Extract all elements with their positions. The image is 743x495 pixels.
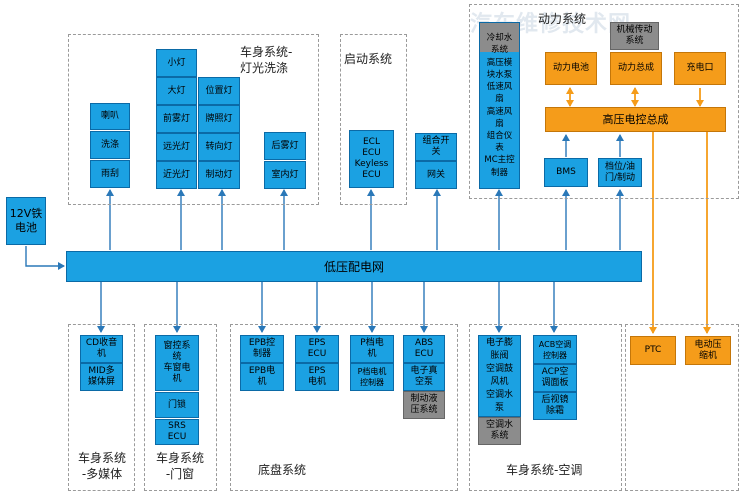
high-beam-light[interactable]: 远光灯 xyxy=(156,133,197,161)
group-label-start: 启动系统 xyxy=(344,52,393,66)
group-label-media: 车身系统 -多媒体 xyxy=(77,451,126,481)
ecl-keyless-ecu[interactable]: ECL ECU Keyless ECU xyxy=(349,130,394,188)
brake-light[interactable]: 制动灯 xyxy=(198,161,240,189)
ac-components-stack[interactable]: 电子膨 胀阀 空调鼓 风机 空调水 泵 xyxy=(478,335,521,417)
group-start xyxy=(340,34,407,205)
plate-light[interactable]: 牌照灯 xyxy=(198,105,240,133)
group-label-chassis: 底盘系统 xyxy=(258,463,307,477)
battery-12v[interactable]: 12V铁 电池 xyxy=(6,197,46,245)
horn[interactable]: 喇叭 xyxy=(90,103,130,130)
headlight[interactable]: 大灯 xyxy=(156,77,197,105)
mc-main-controller-stack[interactable]: 冷却水 系统 高压模 块水泵 低速风 扇 高速风 扇 组合仪 表 MC主控 制器 xyxy=(479,22,520,189)
small-light[interactable]: 小灯 xyxy=(156,49,197,77)
p-gear-motor[interactable]: P档电 机 xyxy=(350,335,394,363)
cd-radio[interactable]: CD收音 机 xyxy=(80,335,123,363)
group-label-ac: 车身系统-空调 xyxy=(506,463,583,477)
group-label-light-wash: 车身系统- 灯光洗涤 xyxy=(240,45,293,75)
acp-ac-panel[interactable]: ACP空 调面板 xyxy=(533,364,577,392)
rear-fog-light[interactable]: 后雾灯 xyxy=(264,132,306,160)
group-media xyxy=(68,324,135,491)
electric-compressor[interactable]: 电动压 缩机 xyxy=(685,336,731,365)
acb-ac-controller[interactable]: ACB空调 控制器 xyxy=(533,335,577,364)
wire-battery-bus xyxy=(25,246,65,270)
mid-media-screen[interactable]: MID多 媒体屏 xyxy=(80,363,123,391)
gateway[interactable]: 网关 xyxy=(415,161,457,189)
p-gear-motor-controller[interactable]: P档电机 控制器 xyxy=(350,363,394,391)
bms[interactable]: BMS xyxy=(544,158,588,187)
combo-switch[interactable]: 组合开 关 xyxy=(415,133,457,161)
low-beam-light[interactable]: 近光灯 xyxy=(156,161,197,189)
gear-throttle-brake[interactable]: 档位/油 门/制动 xyxy=(598,158,642,187)
door-lock[interactable]: 门锁 xyxy=(155,392,199,418)
electronic-vacuum-pump[interactable]: 电子真 空泵 xyxy=(403,363,445,391)
epb-controller[interactable]: EPB控 制器 xyxy=(240,335,284,363)
group-label-door: 车身系统 -门窗 xyxy=(155,451,204,481)
washer[interactable]: 洗涤 xyxy=(90,131,130,159)
mirror-defrost[interactable]: 后视镜 除霜 xyxy=(533,392,577,420)
group-door xyxy=(144,324,217,491)
turn-light[interactable]: 转向灯 xyxy=(198,133,240,161)
group-ac xyxy=(469,324,622,491)
srs-ecu[interactable]: SRS ECU xyxy=(155,419,199,445)
group-chassis xyxy=(230,324,458,491)
wiper[interactable]: 雨刮 xyxy=(90,160,130,188)
room-light[interactable]: 室内灯 xyxy=(264,161,306,189)
mechanical-drive-system[interactable]: 机械传动 系统 xyxy=(610,22,659,50)
brake-hydraulic-system[interactable]: 制动液 压系统 xyxy=(403,391,445,419)
window-control-motor[interactable]: 窗控系 统 车窗电 机 xyxy=(155,335,199,391)
front-fog-light[interactable]: 前雾灯 xyxy=(156,105,197,133)
group-hv-loads xyxy=(625,324,739,491)
powertrain[interactable]: 动力总成 xyxy=(610,52,662,85)
ac-water-system[interactable]: 空调水 系统 xyxy=(478,417,521,445)
eps-motor[interactable]: EPS 电机 xyxy=(295,363,339,391)
low-voltage-bus[interactable]: 低压配电网 xyxy=(66,251,642,282)
epb-motor[interactable]: EPB电 机 xyxy=(240,363,284,391)
power-battery[interactable]: 动力电池 xyxy=(545,52,597,85)
position-light[interactable]: 位置灯 xyxy=(198,77,240,105)
group-power xyxy=(469,4,739,199)
eps-ecu[interactable]: EPS ECU xyxy=(295,335,339,363)
group-light-wash xyxy=(68,34,319,205)
group-label-power: 动力系统 xyxy=(538,12,587,26)
hv-electric-control-assembly[interactable]: 高压电控总成 xyxy=(545,107,726,132)
abs-ecu[interactable]: ABS ECU xyxy=(403,335,445,363)
ptc[interactable]: PTC xyxy=(630,336,676,365)
charge-port[interactable]: 充电口 xyxy=(674,52,726,85)
